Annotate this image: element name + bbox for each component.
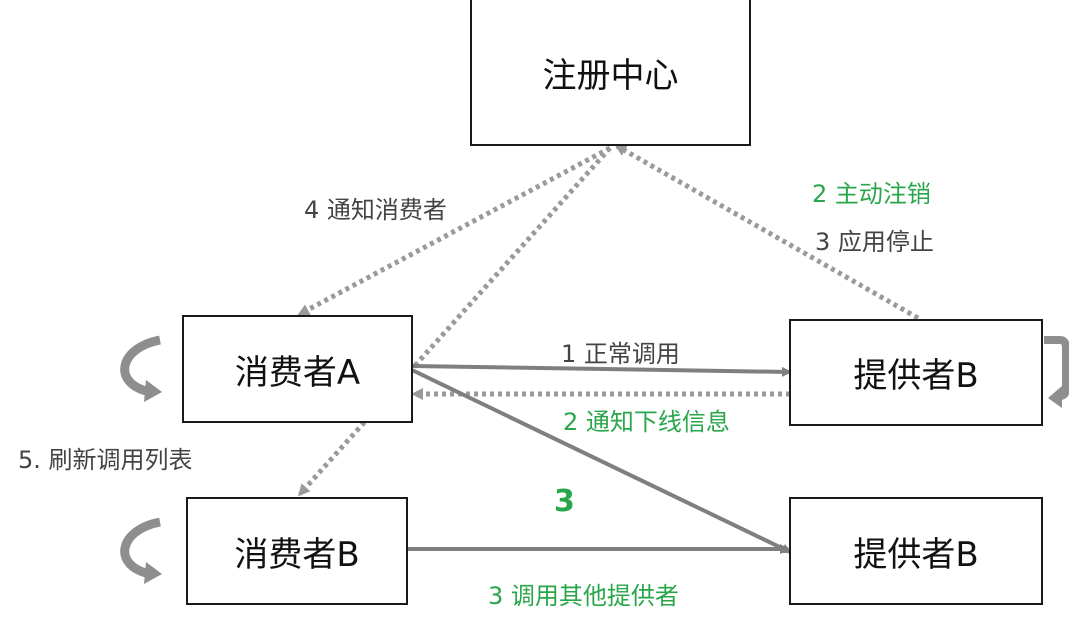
normal-call-arrow [411, 364, 792, 377]
self-loop-icon [1044, 336, 1069, 408]
unregister-arrow [614, 143, 920, 321]
normal-call-label: 1 正常调用 [561, 340, 680, 368]
app-stop-label: 3 应用停止 [815, 228, 934, 256]
consumer-b-box: 消费者B [186, 497, 408, 605]
step-3-label: 3 [554, 484, 575, 519]
provider-b-top-label: 提供者B [853, 356, 979, 396]
notify-offline-label: 2 通知下线信息 [563, 408, 730, 436]
refresh-icon [120, 335, 162, 402]
notify-consumer-label: 4 通知消费者 [304, 196, 447, 224]
registry-box: 注册中心 [470, 0, 751, 146]
provider-b-top-box: 提供者B [789, 319, 1043, 426]
provider-b-bottom-label: 提供者B [853, 534, 979, 575]
call-other-diagonal-arrow [411, 368, 792, 554]
notify-consumer-a-arrow [297, 145, 612, 317]
provider-b-bottom-box: 提供者B [789, 497, 1043, 605]
consumer-a-box: 消费者A [182, 315, 413, 423]
registry-label: 注册中心 [542, 55, 679, 96]
call-other-provider-label: 3 调用其他提供者 [488, 582, 679, 610]
notify-consumer-b-arrow [297, 146, 612, 497]
refresh-icon [120, 517, 162, 584]
active-unregister-label: 2 主动注销 [812, 180, 931, 208]
refresh-list-label: 5. 刷新调用列表 [18, 446, 193, 474]
consumer-b-label: 消费者B [234, 534, 360, 575]
consumer-a-label: 消费者A [234, 352, 361, 393]
